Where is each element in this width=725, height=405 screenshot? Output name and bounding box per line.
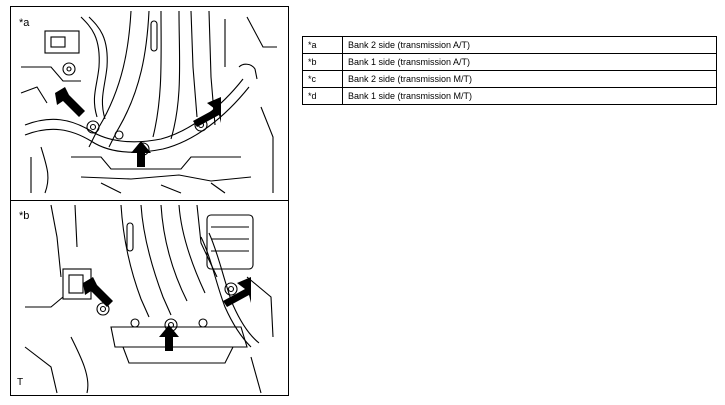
engine-line-drawing (20, 10, 277, 394)
engine-illustration: *a *b T (10, 6, 289, 396)
legend-row: *c Bank 2 side (transmission M/T) (302, 70, 717, 88)
illustration-code: T (17, 377, 24, 388)
legend-description: Bank 1 side (transmission A/T) (342, 53, 717, 71)
legend-key: *b (302, 53, 343, 71)
legend-key: *c (302, 70, 343, 88)
legend-row: *d Bank 1 side (transmission M/T) (302, 87, 717, 105)
legend-description: Bank 2 side (transmission M/T) (342, 70, 717, 88)
panel-a-label: *a (19, 17, 30, 29)
legend-description: Bank 1 side (transmission M/T) (342, 87, 717, 105)
legend-key: *d (302, 87, 343, 105)
legend-description: Bank 2 side (transmission A/T) (342, 36, 717, 54)
legend-table: *a Bank 2 side (transmission A/T) *b Ban… (302, 36, 717, 105)
panel-divider (11, 200, 288, 201)
legend-key: *a (302, 36, 343, 54)
legend-row: *b Bank 1 side (transmission A/T) (302, 53, 717, 71)
legend-row: *a Bank 2 side (transmission A/T) (302, 36, 717, 54)
panel-b-label: *b (19, 210, 30, 222)
